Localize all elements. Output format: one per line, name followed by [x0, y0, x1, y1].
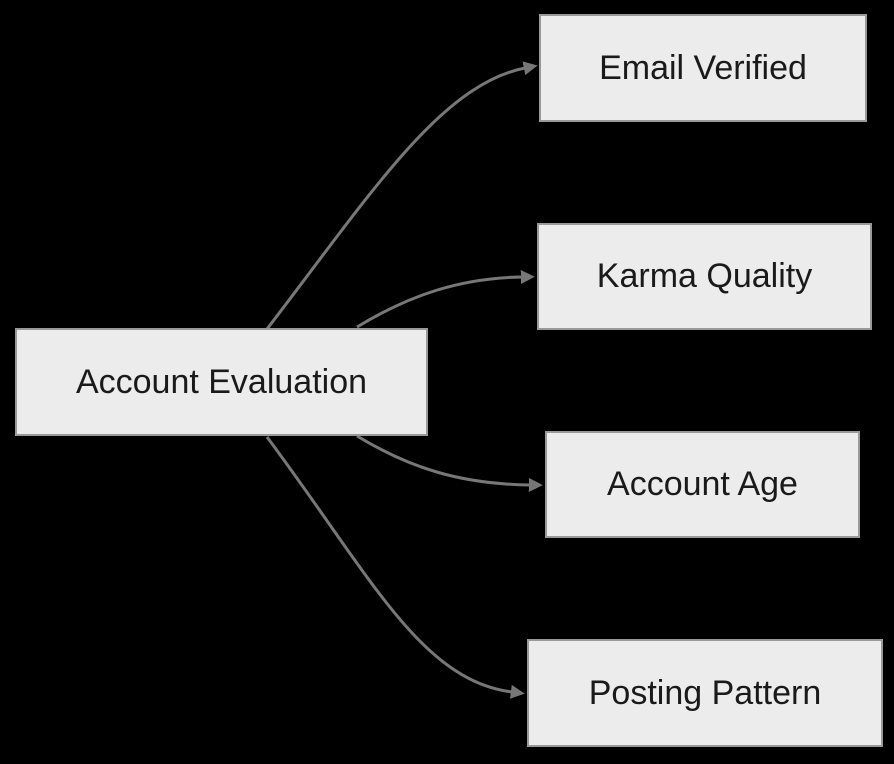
node-posting-pattern: Posting Pattern — [527, 639, 883, 747]
edge-root-to-email — [265, 61, 538, 330]
node-account-age: Account Age — [545, 431, 860, 538]
edge-root-to-karma — [356, 270, 535, 329]
edge-root-to-age — [356, 434, 543, 492]
edge-root-to-posting — [265, 436, 525, 699]
node-karma-quality-label: Karma Quality — [596, 257, 813, 296]
node-account-age-label: Account Age — [607, 465, 798, 504]
node-karma-quality: Karma Quality — [537, 223, 872, 330]
node-email-verified-label: Email Verified — [599, 48, 807, 87]
node-account-evaluation-label: Account Evaluation — [75, 362, 368, 401]
node-account-evaluation: Account Evaluation — [15, 328, 428, 436]
node-email-verified: Email Verified — [539, 14, 867, 122]
node-posting-pattern-label: Posting Pattern — [588, 673, 822, 712]
